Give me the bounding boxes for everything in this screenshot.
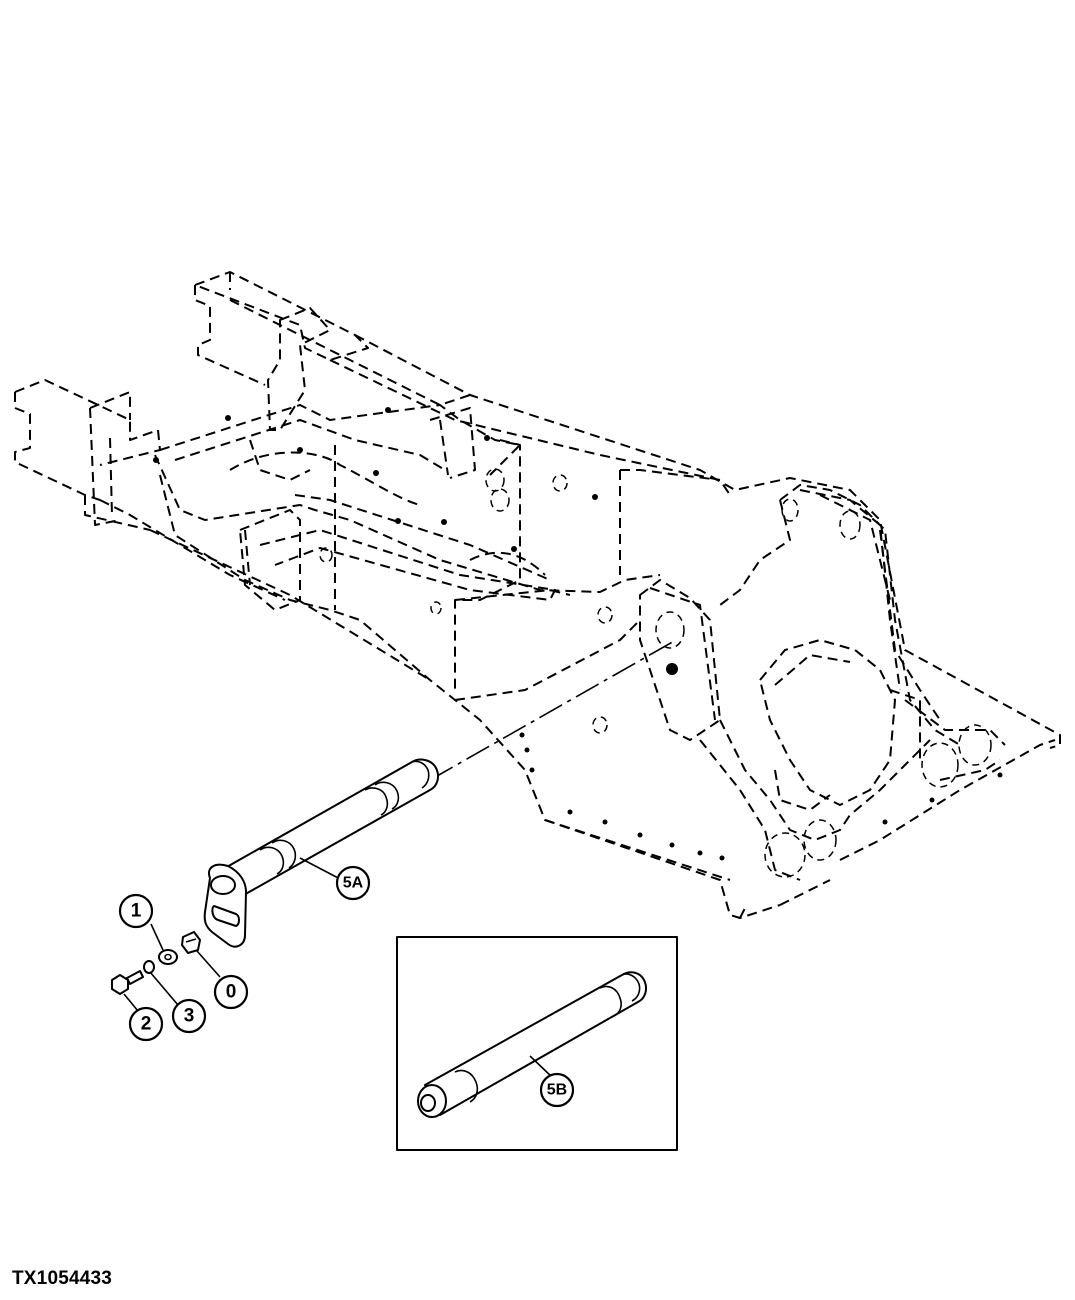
frame-holes bbox=[153, 407, 1003, 861]
inset-box bbox=[396, 936, 678, 1151]
loader-frame-outline bbox=[14, 271, 1061, 919]
retainer-nut bbox=[181, 931, 201, 954]
lock-washer bbox=[143, 960, 155, 974]
callout-1-label: 1 bbox=[131, 901, 142, 922]
callout-5a-label: 5A bbox=[343, 875, 364, 892]
pin-5a bbox=[203, 758, 439, 948]
callout-1: 1 bbox=[118, 893, 154, 929]
callout-0-label: 0 bbox=[226, 982, 237, 1003]
callout-0: 0 bbox=[213, 974, 249, 1010]
callout-2-label: 2 bbox=[141, 1014, 152, 1035]
callout-5a: 5A bbox=[335, 865, 371, 901]
callout-3-label: 3 bbox=[184, 1006, 195, 1027]
callout-5b: 5B bbox=[539, 1072, 575, 1108]
callout-2: 2 bbox=[128, 1006, 164, 1042]
bolt bbox=[111, 970, 144, 995]
washer bbox=[158, 949, 178, 965]
callout-3: 3 bbox=[171, 998, 207, 1034]
figure-id: TX1054433 bbox=[12, 1268, 113, 1289]
callout-5b-label: 5B bbox=[547, 1082, 567, 1099]
